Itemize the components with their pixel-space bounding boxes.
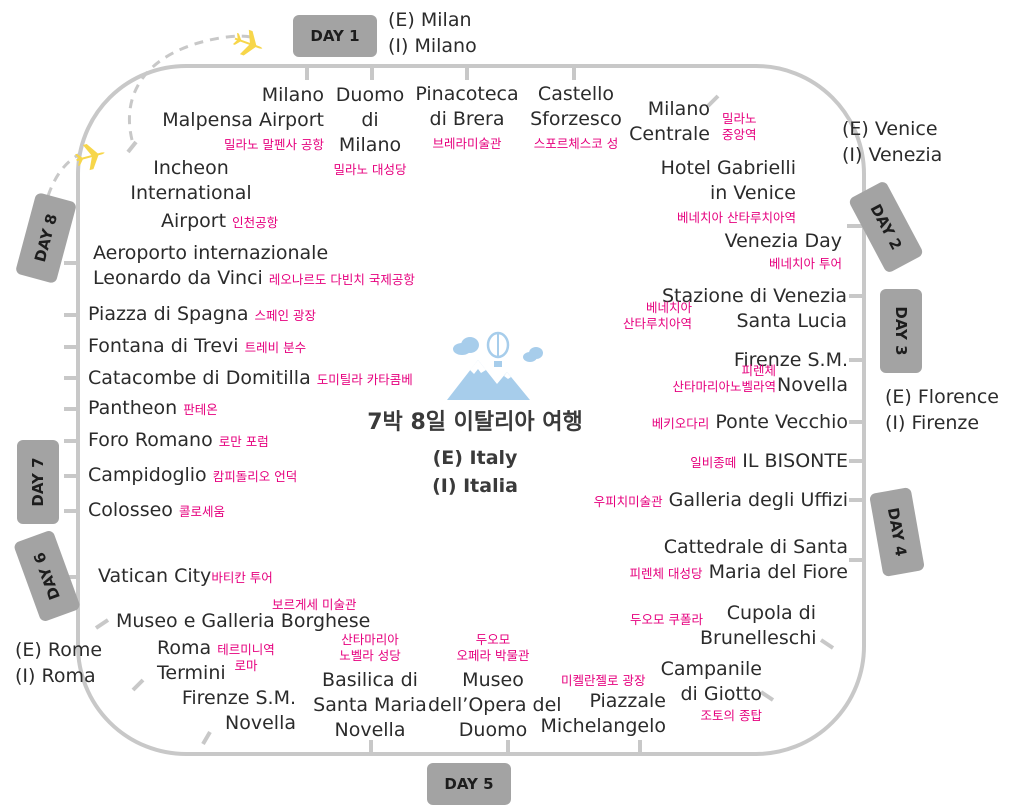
place-campidoglio: Campidoglio 캄피돌리오 언덕 — [88, 464, 298, 486]
place-spagna: Piazza di Spagna 스페인 광장 — [88, 303, 317, 325]
day-1-badge: DAY 1 — [293, 15, 377, 57]
flight-path — [127, 34, 256, 141]
place-fiumicino: Aeroporto internazionale Leonardo da Vin… — [93, 242, 415, 289]
place-borghese: Museo e Galleria Borghese — [116, 610, 371, 632]
place-trevi: Fontana di Trevi 트레비 분수 — [88, 335, 307, 357]
place-firenze-smn-south: Firenze S.M.Novella — [181, 687, 296, 734]
hot-air-balloon-icon — [486, 331, 510, 367]
region-florence: (E) Florence(I) Firenze — [885, 386, 999, 434]
place-ponte-vecchio: 베키오다리 Ponte Vecchio — [651, 411, 848, 433]
region-rome: (E) Rome(I) Roma — [15, 639, 103, 687]
place-bisonte: 일비종떼 IL BISONTE — [690, 450, 848, 472]
center-country: (E) Italy(I) Italia — [432, 447, 518, 497]
airplane-icon — [74, 143, 105, 171]
place-pantheon: Pantheon 판테온 — [88, 397, 218, 419]
region-venice: (E) Venice(I) Venezia — [842, 118, 943, 166]
day-7-badge: DAY 7 — [17, 440, 59, 524]
place-borghese-ko: 보르게세 미술관 — [272, 597, 357, 612]
place-cupola-ko: 두오모 쿠폴라 — [630, 612, 703, 627]
place-michelangelo-ko: 미켈란젤로 광장 — [561, 673, 646, 688]
center-title: 7박 8일 이탈리아 여행 — [367, 410, 583, 435]
place-venezia-day: Venezia Day 베네치아 투어 — [724, 230, 842, 271]
place-firenze-smn-east: Firenze S.M.Novella — [733, 349, 848, 396]
place-uffizi: 우피치미술관 Galleria degli Uffizi — [593, 489, 848, 511]
region-milan: (E) Milan(I) Milano — [388, 9, 477, 57]
day-3-badge: DAY 3 — [880, 289, 922, 373]
airplane-icon — [232, 29, 263, 56]
place-catacombe: Catacombe di Domitilla 도미틸라 카타콤베 — [88, 367, 413, 389]
place-incheon-airport: Airport 인천공항 — [161, 210, 279, 232]
italy-mountain-icon — [447, 337, 543, 400]
place-vatican: Vatican City바티칸 투어 — [98, 565, 273, 587]
flight-path-return — [46, 152, 81, 197]
day-5-badge: DAY 5 — [427, 763, 511, 805]
stop-ticks — [64, 66, 864, 754]
place-colosseo: Colosseo 콜로세움 — [88, 499, 225, 521]
place-foro: Foro Romano 로만 포럼 — [88, 429, 269, 451]
place-santa-maria-fiore: Cattedrale di Santa 피렌체 대성당 Maria del Fi… — [629, 536, 848, 583]
